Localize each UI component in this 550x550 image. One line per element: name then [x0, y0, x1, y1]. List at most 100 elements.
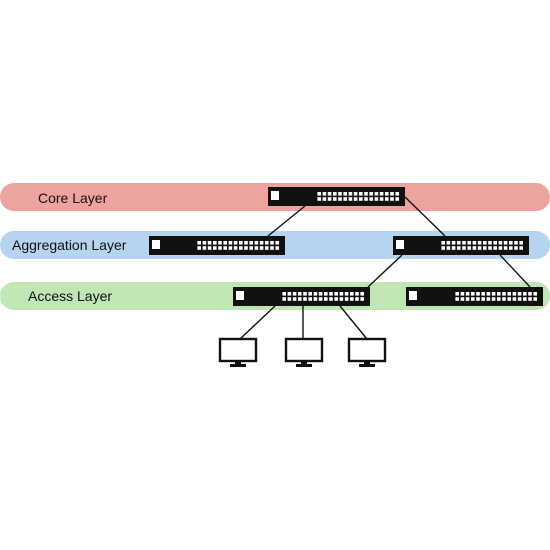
switch-port — [491, 297, 496, 301]
switch-port — [512, 297, 517, 301]
switch-body — [149, 236, 285, 255]
switch-port — [512, 292, 517, 296]
switch-port — [344, 292, 349, 296]
access-switch-right[interactable] — [406, 287, 543, 306]
aggregation-switch-right[interactable] — [393, 236, 529, 255]
switch-port — [338, 197, 342, 201]
switch-port — [507, 292, 511, 296]
switch-port — [514, 246, 518, 250]
switch-port — [197, 246, 201, 250]
core-switch[interactable] — [268, 187, 405, 206]
switch-port — [523, 297, 527, 301]
switch-port — [218, 246, 222, 250]
aggregation-switch-left[interactable] — [149, 236, 285, 255]
switch-port — [517, 292, 522, 296]
network-switch-icon — [406, 287, 543, 306]
switch-port — [333, 197, 337, 201]
switch-port — [477, 246, 482, 250]
monitor-neck — [364, 361, 370, 364]
monitor-3[interactable] — [347, 337, 387, 367]
network-switch-icon — [233, 287, 370, 306]
switch-port — [455, 297, 459, 301]
switch-port — [213, 241, 217, 245]
switch-port — [455, 292, 459, 296]
switch-port — [287, 297, 292, 301]
switch-port — [322, 192, 327, 196]
switch-port — [465, 297, 470, 301]
switch-port — [519, 241, 523, 245]
switch-port — [446, 246, 451, 250]
switch-port — [339, 292, 344, 296]
switch-port — [451, 241, 456, 245]
switch-port — [519, 246, 523, 250]
switch-port — [507, 297, 511, 301]
switch-port — [514, 241, 518, 245]
switch-port — [350, 297, 354, 301]
switch-port — [441, 241, 445, 245]
switch-port — [483, 241, 487, 245]
switch-port — [502, 297, 506, 301]
switch-port — [523, 292, 527, 296]
monitor-screen — [284, 337, 324, 363]
switch-port — [254, 246, 259, 250]
switch-port — [228, 241, 233, 245]
switch-port — [275, 246, 279, 250]
switch-port — [477, 241, 482, 245]
switch-port — [488, 246, 492, 250]
switch-port — [395, 197, 399, 201]
switch-port — [517, 297, 522, 301]
network-switch-icon — [149, 236, 285, 255]
switch-port — [233, 241, 238, 245]
switch-port — [476, 292, 480, 296]
switch-port — [509, 246, 513, 250]
switch-port — [327, 192, 332, 196]
switch-port — [462, 241, 466, 245]
switch-port — [390, 192, 394, 196]
switch-port — [369, 197, 373, 201]
switch-port — [270, 246, 274, 250]
switch-port — [197, 241, 201, 245]
switch-port — [313, 292, 318, 296]
switch-port — [303, 292, 307, 296]
switch-port — [359, 192, 363, 196]
switch-port — [344, 297, 349, 301]
switch-port — [360, 292, 364, 296]
switch-port — [317, 192, 321, 196]
switch-port — [249, 241, 253, 245]
switches — [149, 187, 543, 306]
switch-port — [329, 297, 333, 301]
switch-port — [472, 246, 477, 250]
switch-port — [359, 197, 363, 201]
link-access-switch-left-to-monitor-3 — [339, 305, 368, 340]
switch-port — [298, 297, 302, 301]
switch-status-square — [396, 240, 404, 249]
switch-port — [503, 246, 508, 250]
switch-port — [446, 241, 451, 245]
switch-port — [213, 246, 217, 250]
link-aggregation-switch-right-to-access-switch-left — [367, 254, 403, 288]
monitor-1[interactable] — [218, 337, 258, 367]
switch-port — [282, 292, 286, 296]
links — [239, 196, 531, 340]
switch-port — [493, 246, 497, 250]
switch-port — [481, 292, 485, 296]
switch-port — [364, 197, 368, 201]
monitor-2[interactable] — [284, 337, 324, 367]
switch-port — [486, 292, 491, 296]
switch-port — [486, 297, 491, 301]
switch-port — [308, 292, 312, 296]
switch-port — [355, 292, 359, 296]
switch-port — [533, 292, 537, 296]
switch-port — [292, 292, 297, 296]
switch-port — [282, 297, 286, 301]
switch-port — [497, 292, 501, 296]
switch-port — [476, 297, 480, 301]
switch-port — [348, 192, 353, 196]
access-switch-left[interactable] — [233, 287, 370, 306]
switch-port — [318, 292, 323, 296]
switch-port — [317, 197, 321, 201]
switch-port — [502, 292, 506, 296]
monitor-neck — [235, 361, 241, 364]
switch-port — [223, 241, 227, 245]
switch-port — [457, 241, 461, 245]
